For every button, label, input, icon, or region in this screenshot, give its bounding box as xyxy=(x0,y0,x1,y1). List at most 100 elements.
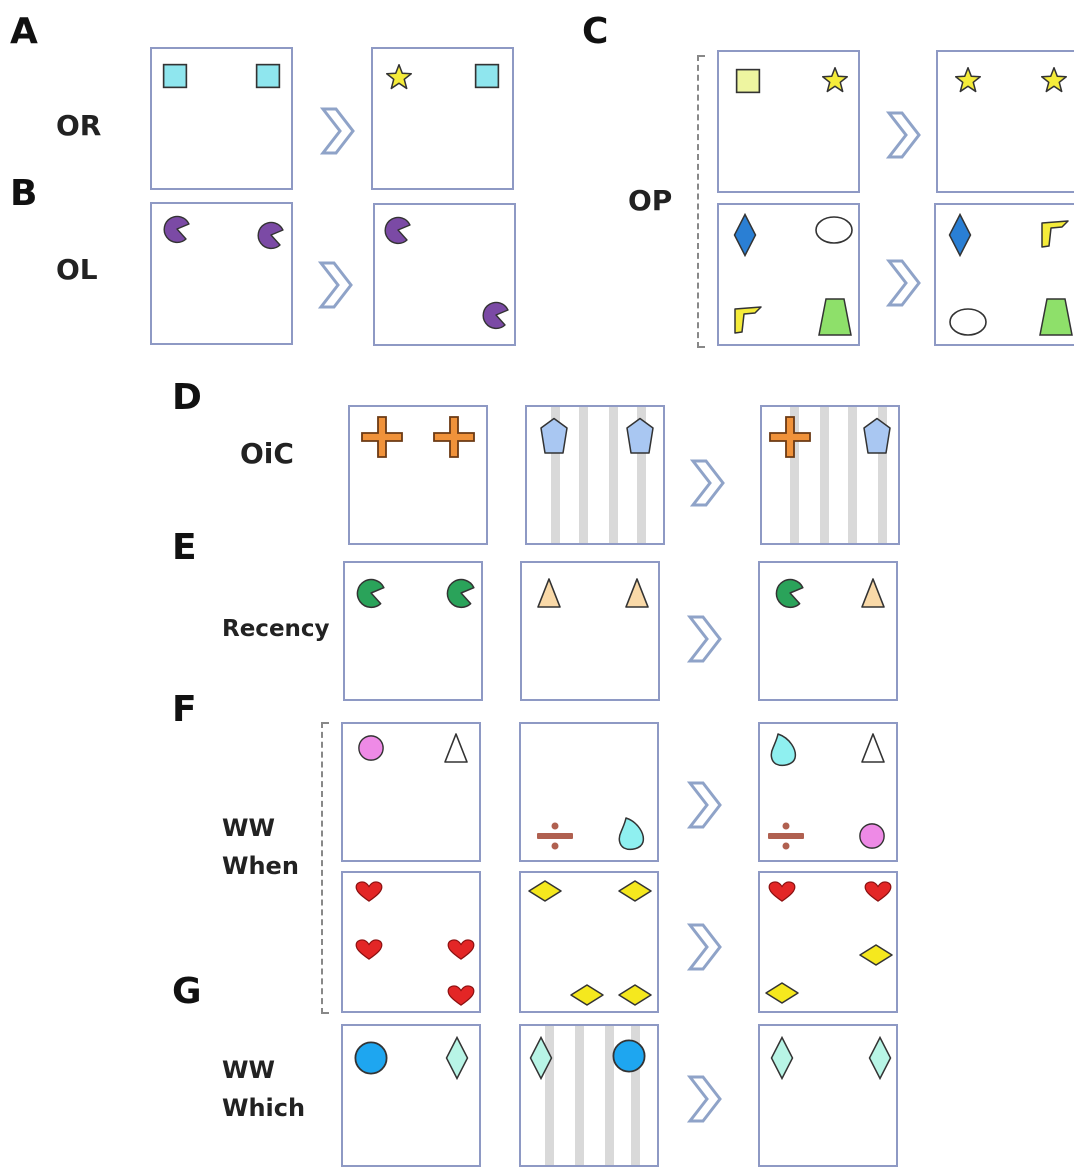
diamond-icon xyxy=(764,981,800,1005)
label-ww-when-line2: When xyxy=(222,852,299,880)
pentagon-icon xyxy=(625,417,655,455)
chevron-right-icon xyxy=(886,110,922,160)
background-stripe xyxy=(551,407,560,543)
heart-icon xyxy=(355,939,383,961)
square-icon xyxy=(474,63,500,89)
circle-icon xyxy=(611,1038,647,1074)
ww-when-box-a-second xyxy=(519,722,659,862)
l-shape-icon xyxy=(733,305,763,335)
background-stripe xyxy=(790,407,799,543)
label-or: OR xyxy=(56,109,102,142)
trapezoid-icon xyxy=(817,297,853,337)
trapezoid-icon xyxy=(1038,297,1074,337)
chevron-right-icon xyxy=(687,780,723,830)
ww-when-box-b-choice xyxy=(758,871,898,1013)
label-op: OP xyxy=(628,184,673,217)
op-box-top-before xyxy=(717,50,860,193)
square-icon xyxy=(735,68,761,94)
heart-icon xyxy=(447,985,475,1007)
circle-icon xyxy=(353,1040,389,1076)
diamond-icon xyxy=(733,213,757,257)
ww-which-box-sample xyxy=(341,1024,481,1167)
ww-when-box-b-second xyxy=(519,871,659,1013)
diamond-icon xyxy=(858,943,894,967)
l-shape-icon xyxy=(1040,219,1070,249)
background-stripe xyxy=(579,407,588,543)
pacman-icon xyxy=(383,215,411,245)
pacman-icon xyxy=(481,300,509,330)
star-icon xyxy=(954,66,982,94)
panel-letter-c: C xyxy=(582,11,609,52)
ol-box-before xyxy=(150,202,293,345)
background-stripe xyxy=(545,1026,554,1165)
label-ww-which-line1: WW xyxy=(222,1056,275,1084)
diamond-icon xyxy=(445,1036,469,1080)
cross-icon xyxy=(432,415,476,459)
recency-box-choice xyxy=(758,561,898,701)
chevron-right-icon xyxy=(690,458,726,508)
pacman-icon xyxy=(774,577,804,609)
diamond-icon xyxy=(527,879,563,903)
diamond-icon xyxy=(529,1036,553,1080)
star-icon xyxy=(1040,66,1068,94)
heart-icon xyxy=(768,881,796,903)
chevron-right-icon xyxy=(687,614,723,664)
bracket-ww-when xyxy=(321,722,329,1014)
ww-when-box-a-first xyxy=(341,722,481,862)
background-stripe xyxy=(575,1026,584,1165)
label-ww-when-line1: WW xyxy=(222,814,275,842)
background-stripe xyxy=(820,407,829,543)
or-box-after xyxy=(371,47,514,190)
background-stripe xyxy=(637,407,646,543)
op-box-bottom-after xyxy=(934,203,1074,346)
recency-box-second xyxy=(520,561,660,701)
ww-which-box-choice xyxy=(758,1024,898,1167)
triangle-icon xyxy=(860,577,886,609)
chevron-right-icon xyxy=(687,1074,723,1124)
panel-letter-g: G xyxy=(172,971,202,1012)
oic-box-sample xyxy=(348,405,488,545)
or-box-before xyxy=(150,47,293,190)
panel-letter-f: F xyxy=(172,689,197,730)
background-stripe xyxy=(848,407,857,543)
pentagon-icon xyxy=(862,417,892,455)
background-stripe xyxy=(878,407,887,543)
panel-letter-a: A xyxy=(10,11,38,52)
pacman-icon xyxy=(256,220,284,250)
diamond-icon xyxy=(868,1036,892,1080)
cross-icon xyxy=(360,415,404,459)
diamond-icon xyxy=(770,1036,794,1080)
label-ol: OL xyxy=(56,253,98,286)
diamond-icon xyxy=(617,983,653,1007)
panel-letter-b: B xyxy=(10,173,38,214)
triangle-icon xyxy=(536,577,562,609)
chevron-right-icon xyxy=(687,922,723,972)
ww-which-box-delay xyxy=(519,1024,659,1167)
ellipse-icon xyxy=(948,307,988,337)
circle-icon xyxy=(357,734,385,762)
diamond-icon xyxy=(617,879,653,903)
label-recency: Recency xyxy=(222,616,330,642)
square-icon xyxy=(255,63,281,89)
pacman-icon xyxy=(355,577,385,609)
ellipse-icon xyxy=(814,215,854,245)
background-stripe xyxy=(631,1026,640,1165)
drop-icon xyxy=(616,816,646,852)
ol-box-after xyxy=(373,203,516,346)
square-icon xyxy=(162,63,188,89)
ww-when-box-a-choice xyxy=(758,722,898,862)
circle-icon xyxy=(858,822,886,850)
label-oic: OiC xyxy=(240,437,294,470)
divide-icon xyxy=(766,821,806,851)
heart-icon xyxy=(864,881,892,903)
oic-box-choice xyxy=(760,405,900,545)
pentagon-icon xyxy=(539,417,569,455)
chevron-right-icon xyxy=(886,258,922,308)
chevron-right-icon xyxy=(318,260,354,310)
panel-letter-e: E xyxy=(172,527,197,568)
diamond-icon xyxy=(948,213,972,257)
triangle-icon xyxy=(443,732,469,764)
recency-box-first xyxy=(343,561,483,701)
divide-icon xyxy=(535,821,575,851)
background-stripe xyxy=(609,407,618,543)
